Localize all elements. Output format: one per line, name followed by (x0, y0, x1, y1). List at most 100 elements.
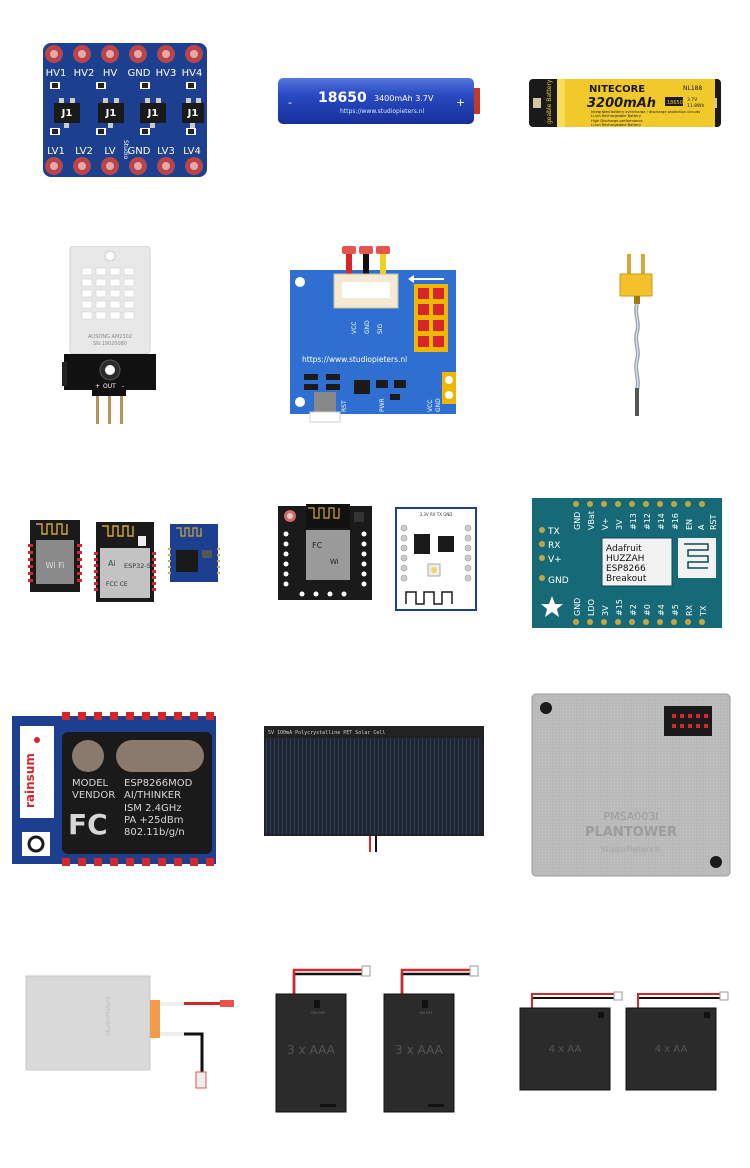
aaa-battery-box-2[interactable]: ON OFF 3 x AAA (382, 952, 484, 1114)
battery-nitecore-3200[interactable]: geable Battery NITECORE NL188 3200mAh 18… (527, 76, 725, 130)
esp32-s-module[interactable]: Ai ESP32-S FCC CE (94, 522, 156, 602)
huzzah-top-pin: #12 (643, 513, 652, 530)
esp-programmer-board[interactable]: 3.3V RX TX GND (394, 506, 478, 612)
relay-url: https://www.studiopieters.nl (302, 355, 407, 364)
board-brand: Studio (122, 140, 129, 159)
huzzah-title-3: ESP8266 (606, 564, 646, 574)
huzzah-top-pin: #14 (657, 513, 666, 530)
wifi-standard: 802.11b/g/n (124, 827, 185, 838)
aa-box-label: 4 x AA (549, 1044, 582, 1055)
pin-label-lv: LV (104, 146, 115, 157)
relay-label-rst: RST (341, 400, 348, 412)
programmer-top-label: 3.3V RX TX GND (420, 512, 453, 517)
model-label: MODEL (72, 778, 109, 789)
huzzah-top-pin: RST (709, 514, 718, 530)
solar-cell-panel[interactable]: 5V 100mA Polycrystalline PET Solar Cell (262, 724, 486, 854)
pin-label-lv1: LV1 (47, 146, 65, 157)
battery-model: 18650 (318, 90, 367, 106)
pin-label-gnd-top: GND (128, 68, 151, 79)
nitecore-line1: Integrated battery overcharge / discharg… (591, 110, 700, 114)
esp-modules-group[interactable]: Wi Fi Ai ESP32-S FCC CE (28, 518, 224, 606)
aa-battery-box-2[interactable]: 4 x AA (624, 990, 734, 1094)
module-brand: rainsum (23, 753, 37, 808)
dht-pin-minus: - (122, 383, 124, 390)
solar-title: 5V 100mA Polycrystalline PET Solar Cell (268, 730, 385, 736)
pin-label-hv: HV (103, 68, 118, 79)
huzzah-bottom-pin: #0 (643, 604, 652, 616)
huzzah-bottom-pin: #15 (615, 599, 624, 616)
huzzah-left-rx: RX (548, 541, 560, 551)
relay-pin-sig: SIG (377, 323, 384, 334)
battery-18650-blue[interactable]: - + 18650 3400mAh 3.7V https://www.studi… (276, 74, 486, 130)
aa-battery-box-1[interactable]: 4 x AA (518, 990, 628, 1094)
nitecore-energy: 11.8Wh (687, 103, 704, 109)
esp8266mod-module[interactable]: rainsum MODEL VENDOR ESP8266MOD AI/THINK… (10, 712, 218, 866)
huzzah-bottom-pin: #4 (657, 604, 666, 616)
huzzah-left-vplus: V+ (548, 555, 562, 565)
pmsa003i-air-sensor[interactable]: PMSA003I PLANTOWER StudioPieters® (530, 692, 732, 878)
heating-pad-module[interactable]: StudioPieters (24, 972, 240, 1092)
nitecore-badge: 18650 (667, 100, 683, 106)
aaa-battery-box-1[interactable]: ON OFF 3 x AAA (274, 952, 376, 1114)
aaa-box-label: 3 x AAA (287, 1043, 335, 1057)
nitecore-voltage: 3.7V (687, 97, 698, 103)
huzzah-top-pin: A (697, 524, 706, 530)
logic-level-shifter-board[interactable]: HV1 HV2 HV GND HV3 HV4 J1 J1 J1 J1 LV1 L… (40, 40, 210, 180)
esp-dev-board[interactable]: FC Wi (276, 502, 374, 602)
pin-label-hv2: HV2 (74, 68, 95, 79)
pms-brand: PLANTOWER (585, 825, 677, 840)
adafruit-star-logo (541, 596, 563, 617)
chip-label: J1 (147, 108, 159, 119)
pin-label-lv3: LV3 (157, 146, 175, 157)
huzzah-bottom-pin: #2 (629, 604, 638, 616)
battery-plus: + (456, 96, 465, 109)
esp01-adapter-board[interactable]: VCC GND SIG https://www.studiopieters.nl… (290, 244, 456, 424)
aa-box-label: 4 x AA (655, 1044, 688, 1055)
top-pin-row (45, 45, 203, 63)
chip-label: J1 (187, 108, 199, 119)
ism-band: ISM 2.4GHz (124, 803, 182, 814)
thermocouple-probe[interactable] (614, 252, 660, 418)
vendor-label: VENDOR (72, 790, 115, 801)
dht22-sensor-module[interactable]: AOSONG AM2302 SN:19020080 + OUT - (62, 246, 158, 426)
huzzah-title-2: HUZZAH (606, 554, 644, 564)
pin-label-gnd-bottom: GND (128, 146, 151, 157)
huzzah-bottom-pin: 3V (601, 605, 610, 616)
huzzah-top-pin: EN (685, 519, 694, 530)
esp12-module[interactable]: Wi Fi (28, 520, 82, 592)
huzzah-bottom-pin: RX (685, 604, 694, 616)
esp-blue-module[interactable] (168, 524, 220, 582)
nitecore-side-text: geable Battery (546, 79, 553, 124)
aaa-switch-label: ON OFF (419, 1011, 432, 1015)
relay-label-pwr: PWR (379, 398, 386, 412)
huzzah-title-1: Adafruit (606, 544, 642, 554)
fcc-logo: FC (68, 808, 108, 841)
huzzah-bottom-pin: TX (699, 605, 708, 617)
nitecore-brand: NITECORE (589, 84, 645, 95)
huzzah-top-pin: V+ (601, 518, 610, 530)
huzzah-left-gnd: GND (548, 576, 569, 586)
adafruit-huzzah-board[interactable]: TX RX V+ GND GND VBat V+ 3V #13 #12 #14 … (532, 498, 722, 628)
huzzah-left-tx: TX (547, 527, 560, 537)
pa-power: PA +25dBm (124, 815, 183, 826)
pin-label-hv3: HV3 (156, 68, 177, 79)
huzzah-top-pin: VBat (587, 511, 596, 530)
pms-footer: StudioPieters® (601, 845, 662, 854)
svg-text:Wi Fi: Wi Fi (46, 561, 65, 570)
battery-minus: - (288, 96, 292, 109)
aaa-box-label: 3 x AAA (395, 1043, 443, 1057)
huzzah-bottom-pin: GND (573, 598, 582, 616)
nitecore-line2: Li-ion Rechargeable Battery (591, 114, 642, 118)
nitecore-model: NL188 (683, 85, 702, 92)
huzzah-top-pin: 3V (615, 519, 624, 530)
chip-label: J1 (105, 108, 117, 119)
heater-label: StudioPieters (105, 996, 112, 1036)
pin-label-hv4: HV4 (182, 68, 203, 79)
vendor-value: AI/THINKER (124, 790, 181, 801)
nitecore-capacity: 3200mAh (587, 96, 656, 111)
dht-pin-plus: + (95, 383, 100, 390)
nitecore-line3: High Discharge performance (591, 119, 643, 123)
model-value: ESP8266MOD (124, 778, 193, 789)
dht-label-1: AOSONG AM2302 (88, 334, 132, 340)
pin-label-lv4: LV4 (183, 146, 201, 157)
